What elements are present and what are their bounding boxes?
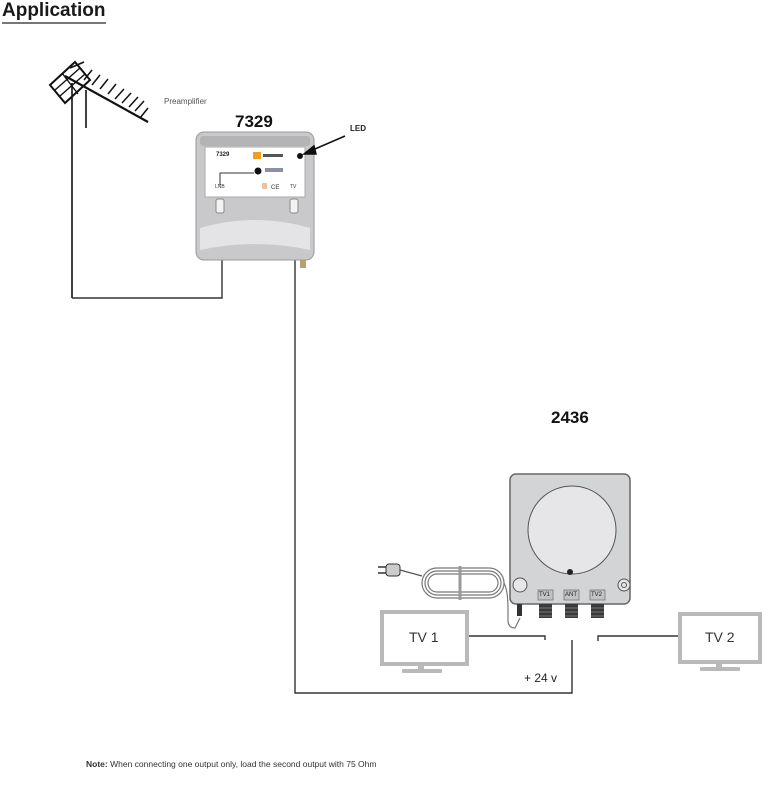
preamp-to-psu-cable (294, 215, 573, 694)
psu-model-number: 2436 (551, 408, 589, 427)
power-plug-icon (378, 563, 423, 577)
preamplifier-7329: CE (195, 131, 315, 268)
led-indicator (297, 153, 303, 159)
antenna-icon (48, 60, 149, 298)
psu-port-ant: ANT (565, 592, 577, 598)
tv2-label: TV 2 (705, 629, 735, 645)
note-body: When connecting one output only, load th… (107, 759, 377, 769)
led-label: LED (350, 124, 366, 133)
preamp-port-lnb: LNB (215, 184, 225, 190)
cable-lines (72, 215, 680, 694)
preamp-model-number: 7329 (235, 112, 273, 131)
power-cord (421, 566, 521, 629)
power-supply-2436 (509, 473, 631, 618)
tv1-icon (380, 610, 469, 673)
page-title: Application (2, 0, 107, 24)
voltage-label: + 24 v (524, 671, 558, 685)
tv1-label: TV 1 (409, 629, 439, 645)
tv1-cable (467, 635, 546, 640)
psu-port-tv2: TV2 (591, 592, 603, 598)
psu-port-tv1: TV1 (539, 592, 551, 598)
note-prefix: Note: (86, 759, 108, 769)
tv2-cable (597, 635, 680, 641)
preamplifier-label: Preamplifier (164, 97, 207, 106)
preamp-panel-model: 7329 (216, 152, 230, 158)
tv2-icon (678, 612, 762, 671)
led-arrow (301, 135, 346, 155)
preamp-port-tv: TV (290, 184, 297, 190)
note-text: Note: When connecting one output only, l… (86, 759, 376, 769)
svg-text:CE: CE (271, 185, 279, 191)
